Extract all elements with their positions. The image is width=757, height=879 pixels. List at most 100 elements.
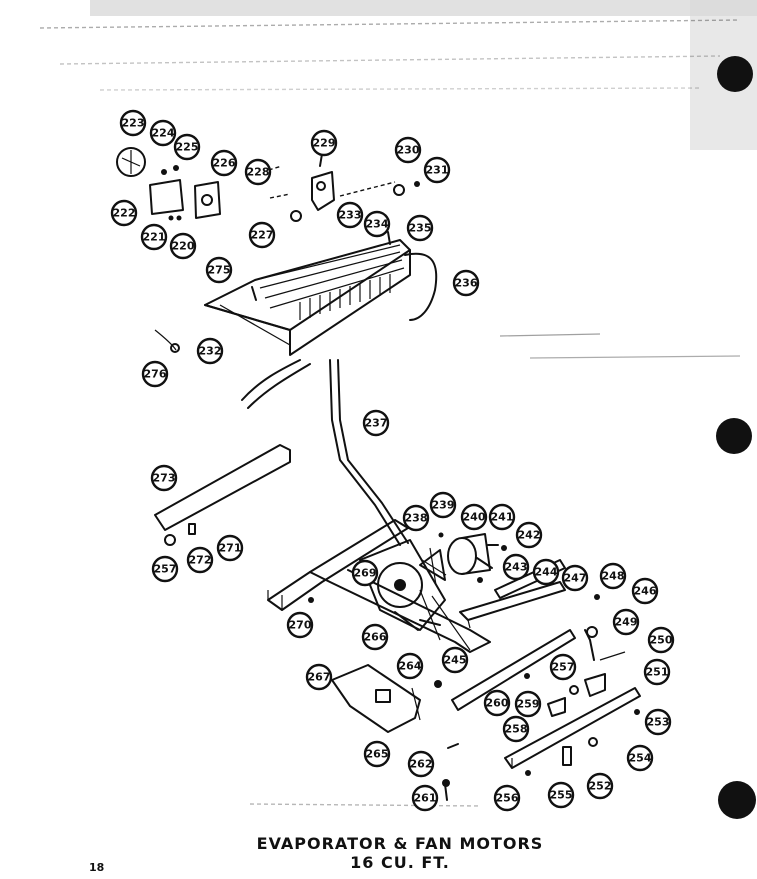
callout-269: 269: [351, 559, 379, 587]
callout-229: 229: [310, 129, 338, 157]
svg-text:275: 275: [208, 264, 231, 277]
callout-230: 230: [394, 136, 422, 164]
callout-272: 272: [186, 546, 214, 574]
callout-235: 235: [406, 214, 434, 242]
svg-text:248: 248: [602, 570, 625, 583]
callout-263: 264: [396, 652, 424, 680]
callout-247: 247: [561, 564, 589, 592]
callout-257-right: 257: [549, 653, 577, 681]
callout-249: 249: [612, 608, 640, 636]
damper-control-parts: [116, 147, 221, 221]
svg-text:243: 243: [505, 561, 528, 574]
svg-text:255: 255: [550, 789, 573, 802]
svg-text:270: 270: [289, 619, 312, 632]
callout-221: 221: [140, 223, 168, 251]
callout-243: 243: [502, 553, 530, 581]
svg-text:231: 231: [426, 164, 449, 177]
svg-text:222: 222: [113, 207, 136, 220]
thermostat-bracket: [261, 153, 420, 222]
callout-275: 275: [205, 256, 233, 284]
svg-text:271: 271: [219, 542, 242, 555]
svg-text:228: 228: [247, 166, 270, 179]
callout-242: 242: [515, 521, 543, 549]
svg-text:260: 260: [486, 697, 509, 710]
svg-text:257: 257: [552, 661, 575, 674]
callout-227: 227: [248, 221, 276, 249]
svg-text:269: 269: [354, 567, 377, 580]
callout-233: 233: [336, 201, 364, 229]
svg-text:265: 265: [366, 748, 389, 761]
callout-237: 237: [362, 409, 390, 437]
svg-text:221: 221: [143, 231, 166, 244]
callout-254: 254: [626, 744, 654, 772]
part-callouts: 223 224 225 226 222 221 220 229 228 227 …: [110, 109, 675, 812]
svg-text:272: 272: [189, 554, 212, 567]
svg-text:236: 236: [455, 277, 478, 290]
svg-text:227: 227: [251, 229, 274, 242]
svg-text:264: 264: [399, 660, 422, 673]
callout-262: 262: [407, 750, 435, 778]
svg-text:234: 234: [366, 218, 389, 231]
svg-text:256: 256: [496, 792, 519, 805]
callout-244: 244: [532, 558, 560, 586]
callout-270: 270: [286, 611, 314, 639]
svg-text:239: 239: [432, 499, 455, 512]
svg-text:258: 258: [505, 723, 528, 736]
callout-248: 248: [599, 562, 627, 590]
svg-text:247: 247: [564, 572, 587, 585]
callout-240: 240: [460, 503, 488, 531]
callout-276: 276: [141, 360, 169, 388]
diagram-subtitle: 16 CU. FT.: [350, 853, 450, 872]
callout-250: 250: [647, 626, 675, 654]
svg-text:230: 230: [397, 144, 420, 157]
svg-text:254: 254: [629, 752, 652, 765]
svg-text:238: 238: [405, 512, 428, 525]
callout-271: 271: [216, 534, 244, 562]
svg-text:267: 267: [308, 671, 331, 684]
page-number: 18: [89, 861, 105, 874]
callout-257-left: 257: [151, 555, 179, 583]
svg-text:237: 237: [365, 417, 388, 430]
callout-267: 267: [305, 663, 333, 691]
callout-222: 222: [110, 199, 138, 227]
svg-text:253: 253: [647, 716, 670, 729]
callout-259: 259: [514, 690, 542, 718]
svg-text:276: 276: [144, 368, 167, 381]
svg-text:242: 242: [518, 529, 541, 542]
fan-motor: [419, 532, 507, 586]
callout-224: 224: [149, 119, 177, 147]
svg-text:266: 266: [364, 631, 387, 644]
diagram-title: EVAPORATOR & FAN MOTORS: [256, 834, 544, 853]
callout-220: 220: [169, 232, 197, 260]
scan-noise: [39, 0, 757, 819]
callout-246: 246: [631, 577, 659, 605]
callout-226: 226: [210, 149, 238, 177]
callout-245: 245: [441, 646, 469, 674]
callout-264: 265: [363, 740, 391, 768]
callout-260: 260: [483, 689, 511, 717]
svg-text:273: 273: [153, 472, 176, 485]
svg-text:257: 257: [154, 563, 177, 576]
callout-223: 223: [119, 109, 147, 137]
svg-text:246: 246: [634, 585, 657, 598]
svg-text:249: 249: [615, 616, 638, 629]
callout-252: 252: [586, 772, 614, 800]
svg-text:250: 250: [650, 634, 673, 647]
callout-255: 255: [547, 781, 575, 809]
evaporator-coil: [154, 231, 438, 409]
svg-text:245: 245: [444, 654, 467, 667]
fan-shroud-lower: [331, 664, 459, 801]
svg-text:225: 225: [176, 141, 199, 154]
svg-text:261: 261: [414, 792, 437, 805]
svg-text:226: 226: [213, 157, 236, 170]
callout-231: 231: [423, 156, 451, 184]
svg-text:241: 241: [491, 511, 514, 524]
callout-225: 225: [173, 133, 201, 161]
svg-text:220: 220: [172, 240, 195, 253]
svg-text:224: 224: [152, 127, 175, 140]
callout-238: 238: [402, 504, 430, 532]
rails-right: [451, 559, 641, 776]
svg-text:240: 240: [463, 511, 486, 524]
callout-258: 258: [502, 715, 530, 743]
